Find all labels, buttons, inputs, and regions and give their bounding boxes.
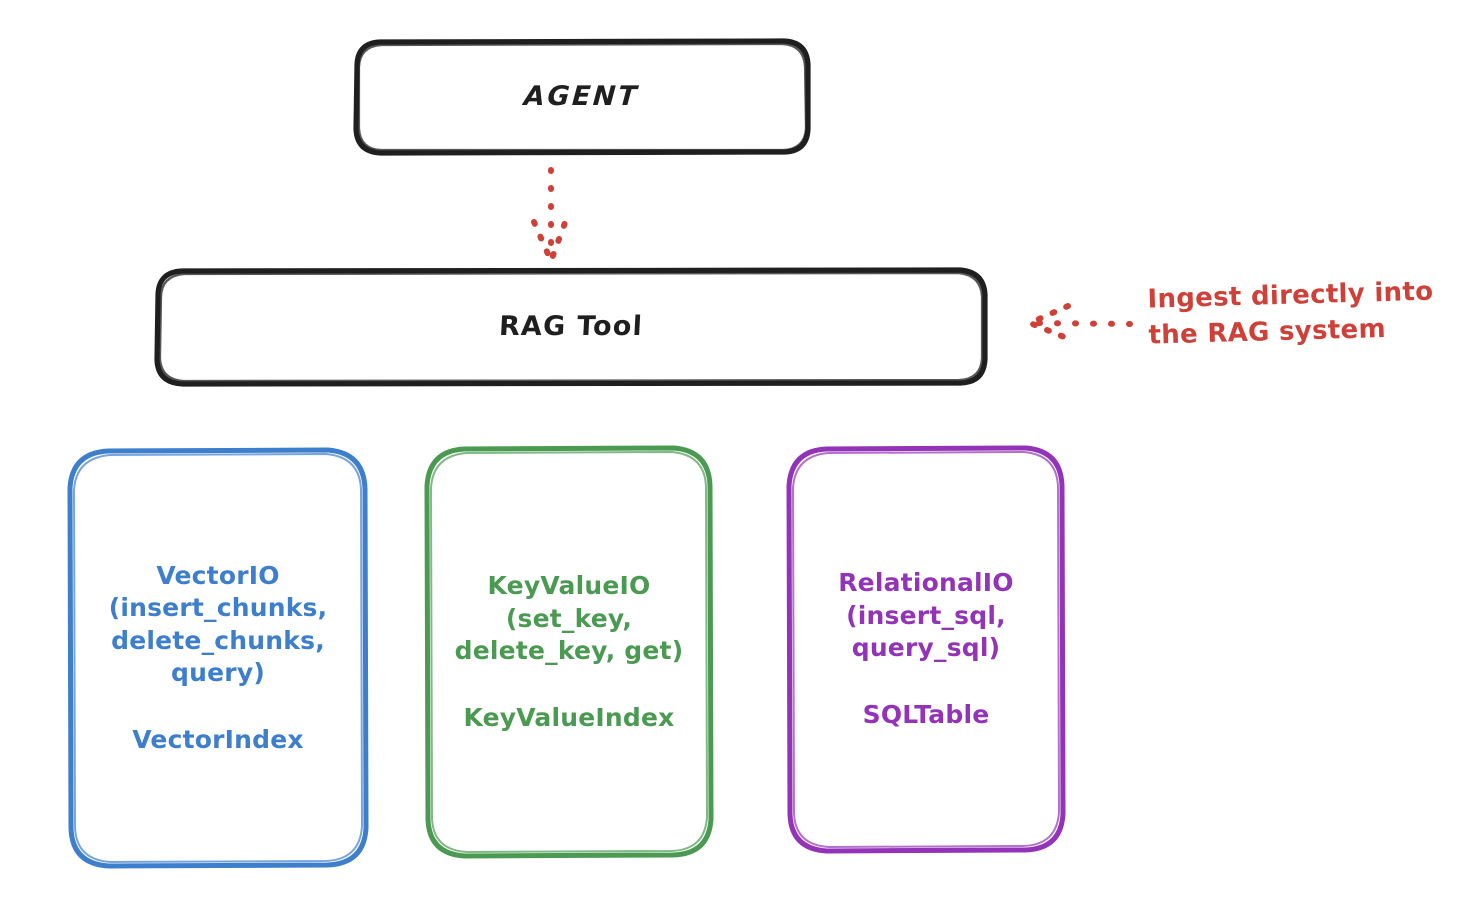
rag-tool-label: RAG Tool xyxy=(498,311,644,343)
relational-io-api-label: RelationalIO (insert_sql, query_sql) xyxy=(838,568,1014,662)
vector-box-outline xyxy=(67,447,369,869)
agent-label: AGENT xyxy=(523,81,641,113)
edge-ingest-annotation-to-rag-tool xyxy=(1027,303,1133,342)
rag-tool-node[interactable]: RAG Tool xyxy=(157,270,985,384)
vector-io-node[interactable]: VectorIO (insert_chunks, delete_chunks, … xyxy=(70,450,366,866)
agent-box-outline xyxy=(353,38,811,156)
relational-io-content: RelationalIO (insert_sql, query_sql) SQL… xyxy=(790,567,1062,731)
agent-node[interactable]: AGENT xyxy=(356,41,808,153)
key-value-io-node[interactable]: KeyValueIO (set_key, delete_key, get) Ke… xyxy=(427,448,711,856)
edge-agent-to-rag-tool xyxy=(531,167,569,264)
vector-io-api-label: VectorIO (insert_chunks, delete_chunks, … xyxy=(108,560,328,688)
rag-tool-box-outline xyxy=(154,267,988,387)
key-value-io-api-label: KeyValueIO (set_key, delete_key, get) xyxy=(454,571,684,665)
vector-io-content: VectorIO (insert_chunks, delete_chunks, … xyxy=(70,560,366,757)
key-value-index-label: KeyValueIndex xyxy=(463,702,675,732)
key-value-io-content: KeyValueIO (set_key, delete_key, get) Ke… xyxy=(427,570,711,734)
vector-index-label: VectorIndex xyxy=(132,724,304,754)
ingest-annotation-label: Ingest directly into the RAG system xyxy=(1147,276,1434,351)
sql-table-label: SQLTable xyxy=(862,699,990,729)
keyvalue-box-outline xyxy=(424,445,714,859)
relational-box-outline xyxy=(786,445,1066,854)
relational-io-node[interactable]: RelationalIO (insert_sql, query_sql) SQL… xyxy=(790,448,1062,850)
